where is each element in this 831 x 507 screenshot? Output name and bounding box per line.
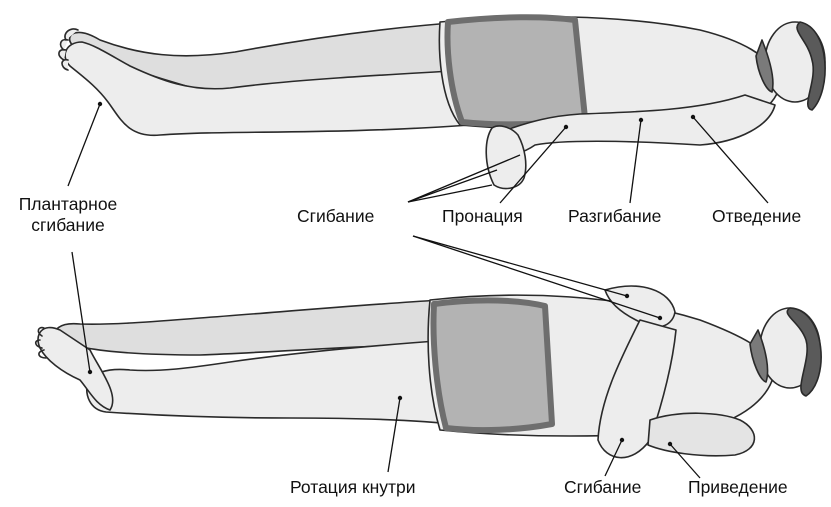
label-plantar-line2: сгибание (0, 215, 136, 236)
bottom-lower-arm (648, 413, 754, 456)
label-internal-rotation: Ротация кнутри (290, 477, 416, 498)
bottom-shorts (434, 300, 553, 430)
label-plantar-flexion: Плантарное сгибание (0, 194, 136, 236)
top-figure (59, 17, 825, 189)
leader-flexion-top-b (408, 170, 497, 202)
top-shorts (448, 17, 585, 124)
label-flexion-bottom: Сгибание (564, 477, 641, 498)
label-flexion-top: Сгибание (297, 206, 374, 227)
label-pronation: Пронация (442, 206, 523, 227)
label-adduction: Приведение (688, 477, 788, 498)
bottom-figure (36, 286, 821, 458)
label-extension: Разгибание (568, 206, 661, 227)
label-plantar-line1: Плантарное (0, 194, 136, 215)
leader-flexion-to-bottom-a (413, 236, 627, 296)
label-abduction: Отведение (712, 206, 801, 227)
leader-plantar-top (68, 104, 100, 186)
